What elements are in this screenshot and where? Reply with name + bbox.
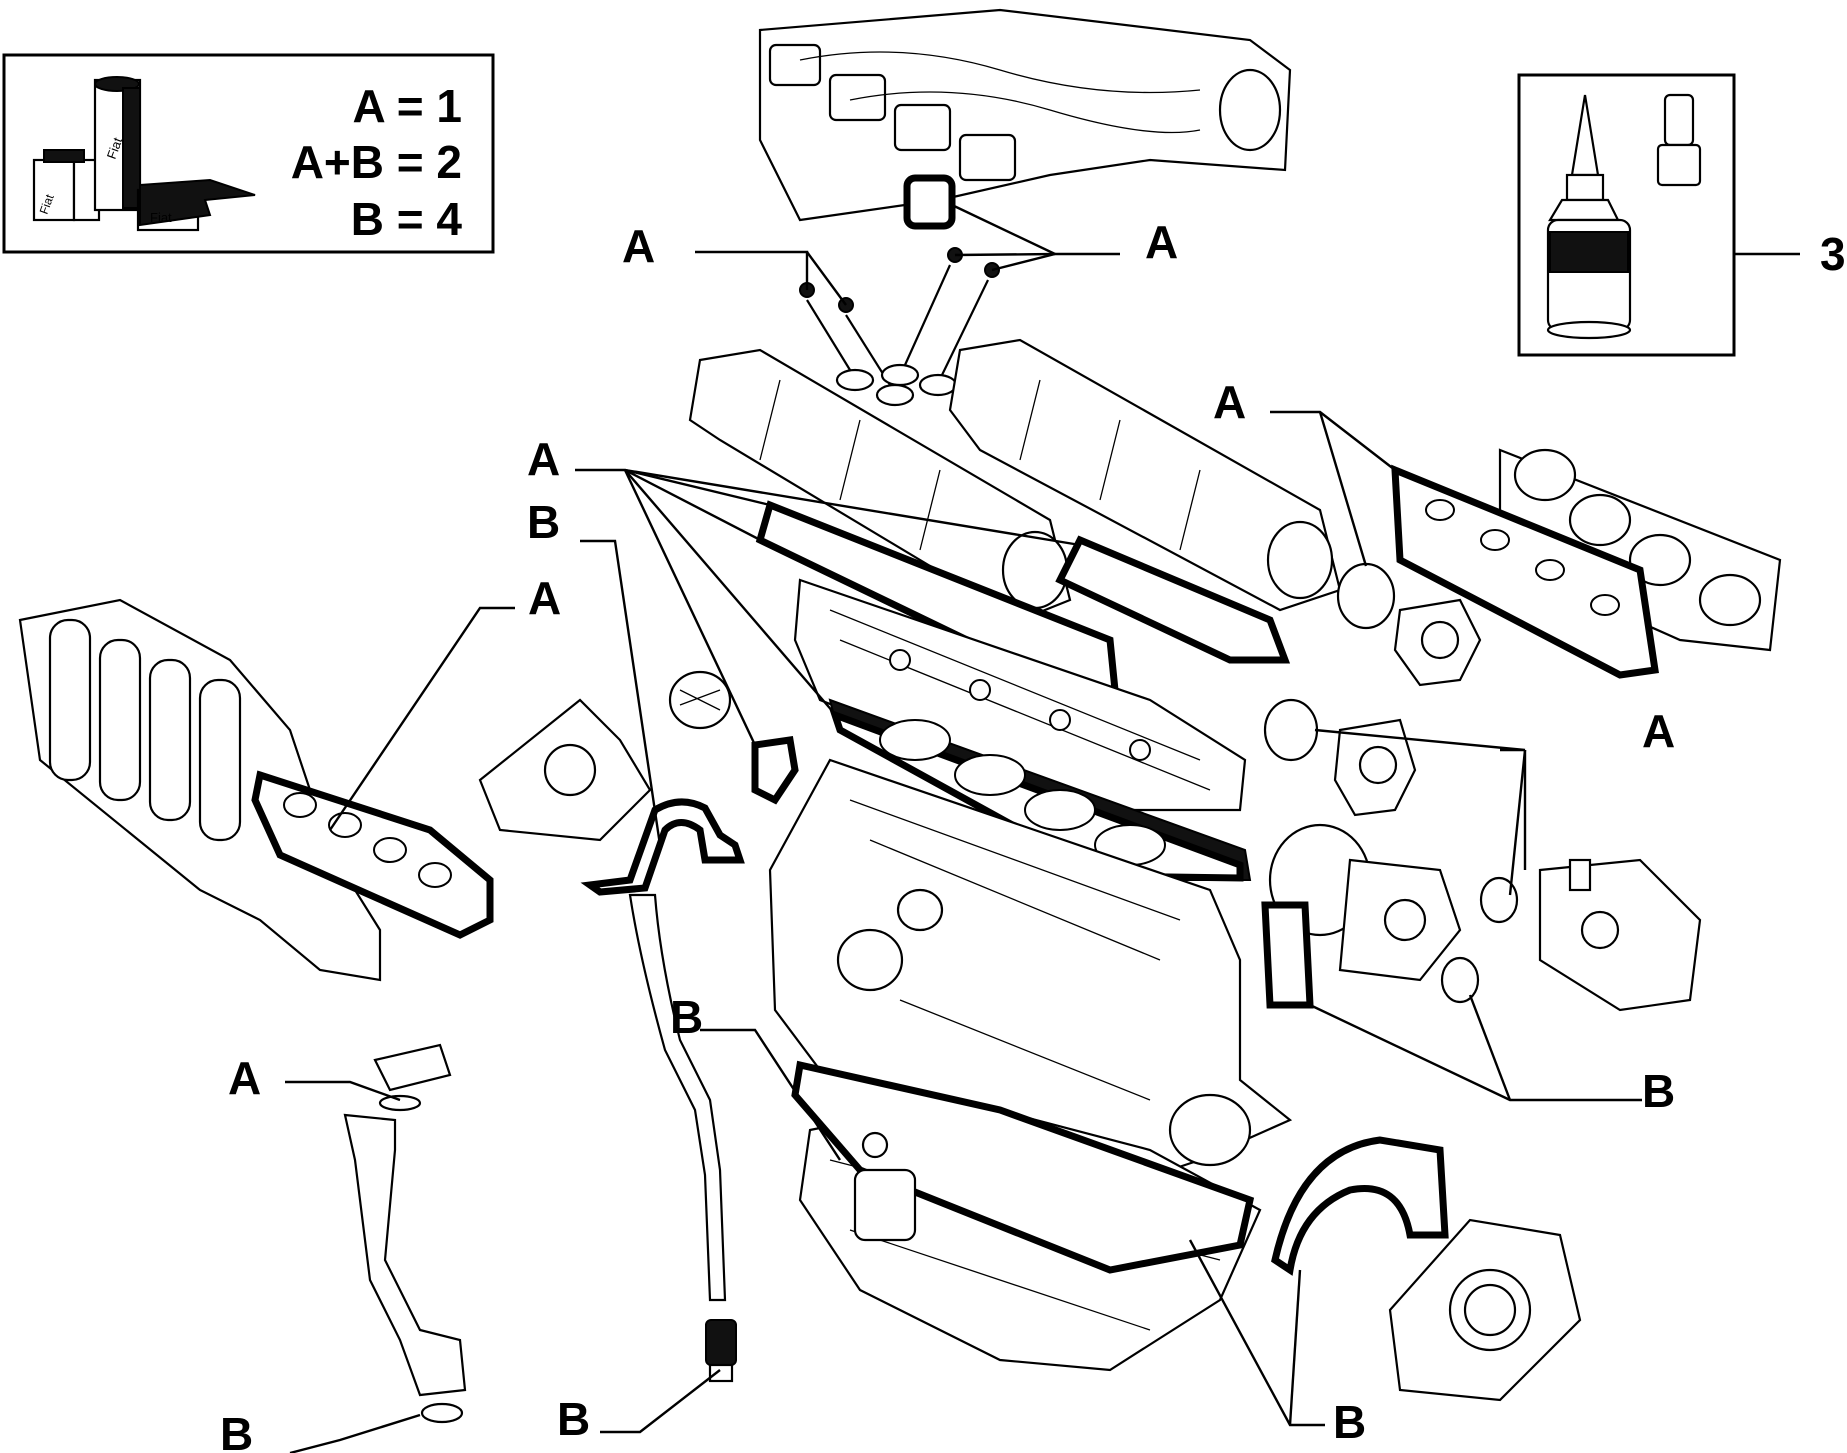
sealant-cap-icon bbox=[1656, 93, 1702, 187]
intake-manifold-upper bbox=[758, 8, 1292, 222]
exhaust-manifold-gasket bbox=[1391, 464, 1659, 679]
camshaft-carrier-right bbox=[948, 338, 1342, 612]
callout-b-timing: B bbox=[527, 496, 560, 548]
callout-a-exhaust: A bbox=[1213, 376, 1246, 428]
pump-gasket bbox=[1261, 901, 1314, 1009]
exhaust-manifold bbox=[1498, 448, 1782, 652]
callout-labels: A A A A B A A A B B B B B bbox=[220, 216, 1675, 1453]
svg-text:Fiat: Fiat bbox=[37, 192, 57, 216]
valve-1 bbox=[799, 282, 875, 392]
cylinder-head bbox=[793, 578, 1247, 812]
callout-a-pump: A bbox=[1642, 705, 1675, 757]
legend-box: Fiat Fiat Fiat A = 1 A+B = 2 B = 4 bbox=[2, 53, 495, 254]
intake-manifold-lower bbox=[18, 598, 382, 982]
oil-pump bbox=[853, 1131, 917, 1242]
drain-plug bbox=[705, 1319, 737, 1383]
callout-b-oilpan: B bbox=[670, 991, 703, 1043]
intake-manifold-gasket bbox=[251, 770, 494, 939]
pump-housing bbox=[1333, 718, 1417, 817]
callout-b-sump: B bbox=[1333, 1396, 1366, 1448]
oring-exhaust bbox=[1336, 562, 1396, 630]
oring-small bbox=[1440, 956, 1480, 1004]
leader-lines bbox=[285, 203, 1642, 1453]
filler-oring-lower bbox=[420, 1402, 464, 1424]
oring-pump bbox=[1263, 698, 1319, 762]
callout-a-head: A bbox=[527, 433, 560, 485]
legend-line-b: B = 4 bbox=[351, 193, 463, 245]
rear-seal-gasket bbox=[1271, 1136, 1449, 1276]
water-outlet-housing bbox=[1393, 598, 1482, 687]
throttle-gasket bbox=[903, 174, 956, 230]
cam-cover-gasket-right bbox=[1055, 535, 1291, 664]
sealant-bottle-icon bbox=[1546, 94, 1632, 340]
valve-3 bbox=[880, 247, 963, 387]
svg-text:Fiat: Fiat bbox=[104, 135, 126, 161]
fiat-gasket-logo-icon: Fiat Fiat Fiat bbox=[32, 76, 256, 232]
callout-b-drain: B bbox=[557, 1393, 590, 1445]
oil-filler-cap bbox=[373, 1043, 452, 1092]
callout-a-intake-left: A bbox=[528, 572, 561, 624]
timing-cover-left bbox=[478, 698, 652, 842]
timing-cover-gasket bbox=[580, 798, 745, 896]
legend-line-a: A = 1 bbox=[352, 80, 462, 132]
oil-filler-tube bbox=[343, 1113, 467, 1397]
timing-sprocket bbox=[668, 670, 732, 730]
head-gasket bbox=[828, 698, 1252, 882]
callout-b-dipstick: B bbox=[220, 1408, 253, 1453]
callout-a-dipstick: A bbox=[228, 1052, 261, 1104]
oring-thermostat bbox=[1479, 876, 1519, 924]
thermostat-housing bbox=[1538, 858, 1702, 1012]
dipstick-tube bbox=[628, 893, 727, 1302]
callout-a-valve-right: A bbox=[1145, 216, 1178, 268]
filler-oring bbox=[378, 1094, 422, 1112]
timing-oring bbox=[751, 736, 799, 805]
sealant-box: 3 bbox=[1517, 73, 1846, 357]
callout-a-valve-left: A bbox=[622, 220, 655, 272]
callout-sealant-3: 3 bbox=[1820, 228, 1846, 280]
legend-line-ab: A+B = 2 bbox=[291, 136, 462, 188]
callout-b-thermo: B bbox=[1642, 1065, 1675, 1117]
svg-text:Fiat: Fiat bbox=[150, 210, 172, 225]
crank-seal-housing bbox=[1388, 1218, 1582, 1402]
